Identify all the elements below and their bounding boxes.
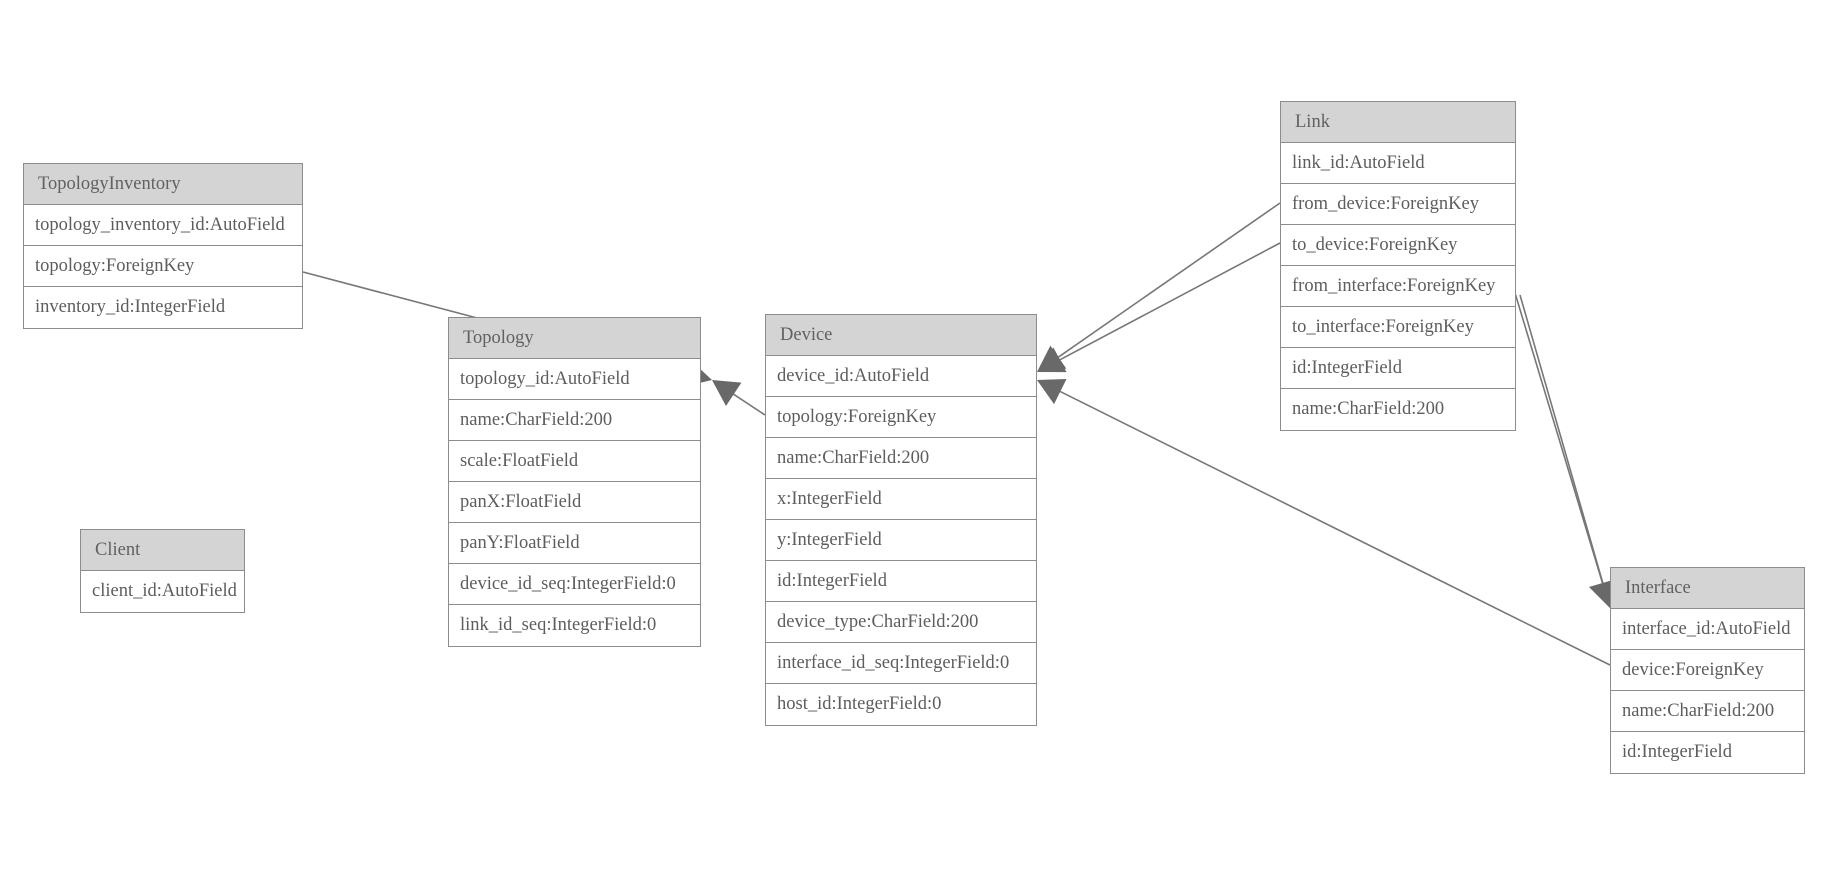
relationship-line bbox=[1519, 294, 1606, 591]
relationship-line bbox=[1053, 242, 1281, 364]
entity-title-topology_inventory: TopologyInventory bbox=[24, 164, 302, 205]
entity-field[interactable]: inventory_id:IntegerField bbox=[35, 297, 226, 317]
relationship-rel-link-to-interface bbox=[1519, 294, 1617, 608]
entity-title-client: Client bbox=[81, 530, 244, 571]
entity-field[interactable]: id:IntegerField bbox=[766, 561, 1036, 602]
entity-field[interactable]: to_device:ForeignKey bbox=[1281, 225, 1515, 266]
entity-field[interactable]: name:CharField:200 bbox=[1611, 691, 1804, 732]
entity-field[interactable]: topology_id:AutoField bbox=[449, 359, 700, 400]
entity-field[interactable]: link_id_seq:IntegerField:0 bbox=[460, 615, 657, 635]
relationship-arrowhead-icon bbox=[1037, 345, 1067, 372]
relationship-line bbox=[1051, 202, 1281, 362]
entity-field[interactable]: name:CharField:200 bbox=[766, 438, 1036, 479]
entity-title-link: Link bbox=[1281, 102, 1515, 143]
relationship-arrowhead-icon bbox=[1037, 347, 1067, 373]
entity-field[interactable]: from_interface:ForeignKey bbox=[1281, 266, 1515, 307]
entity-field[interactable]: interface_id:AutoField bbox=[1611, 609, 1804, 650]
entity-field[interactable]: device:ForeignKey bbox=[1611, 650, 1804, 691]
entity-field[interactable]: topology:ForeignKey bbox=[24, 246, 302, 287]
relationship-arrowhead-icon bbox=[712, 380, 742, 407]
entity-field[interactable]: name:CharField:200 bbox=[1292, 399, 1445, 419]
entity-field[interactable]: x:IntegerField bbox=[766, 479, 1036, 520]
entity-field[interactable]: device_id:AutoField bbox=[766, 356, 1036, 397]
relationship-arrowhead-icon bbox=[1037, 379, 1067, 405]
entity-box-client[interactable]: Client client_id:AutoField bbox=[80, 529, 245, 613]
relationship-line bbox=[1511, 282, 1606, 591]
entity-field[interactable]: id:IntegerField bbox=[1281, 348, 1515, 389]
entity-field[interactable]: to_interface:ForeignKey bbox=[1281, 307, 1515, 348]
entity-field[interactable]: id:IntegerField bbox=[1622, 742, 1732, 762]
relationship-rel-device-topology bbox=[712, 380, 766, 416]
entity-field[interactable]: panY:FloatField bbox=[449, 523, 700, 564]
relationship-rel-link-to-device bbox=[1037, 242, 1281, 373]
entity-field[interactable]: link_id:AutoField bbox=[1281, 143, 1515, 184]
entity-field[interactable]: scale:FloatField bbox=[449, 441, 700, 482]
entity-field[interactable]: name:CharField:200 bbox=[449, 400, 700, 441]
entity-field[interactable]: y:IntegerField bbox=[766, 520, 1036, 561]
relationship-line bbox=[727, 389, 766, 416]
entity-title-interface: Interface bbox=[1611, 568, 1804, 609]
entity-field[interactable]: client_id:AutoField bbox=[92, 581, 237, 601]
entity-field[interactable]: panX:FloatField bbox=[449, 482, 700, 523]
relationship-rel-link-from-device bbox=[1037, 202, 1281, 372]
entity-field-list-client: client_id:AutoField bbox=[81, 571, 244, 612]
relationship-rel-link-from-interface bbox=[1511, 282, 1616, 608]
entity-field[interactable]: interface_id_seq:IntegerField:0 bbox=[766, 643, 1036, 684]
entity-title-topology: Topology bbox=[449, 318, 700, 359]
entity-field[interactable]: topology_inventory_id:AutoField bbox=[24, 205, 302, 246]
entity-title-device: Device bbox=[766, 315, 1036, 356]
entity-field[interactable]: topology:ForeignKey bbox=[766, 397, 1036, 438]
entity-field[interactable]: host_id:IntegerField:0 bbox=[777, 694, 942, 714]
entity-field[interactable]: from_device:ForeignKey bbox=[1281, 184, 1515, 225]
entity-field[interactable]: device_type:CharField:200 bbox=[766, 602, 1036, 643]
entity-field[interactable]: device_id_seq:IntegerField:0 bbox=[449, 564, 700, 605]
